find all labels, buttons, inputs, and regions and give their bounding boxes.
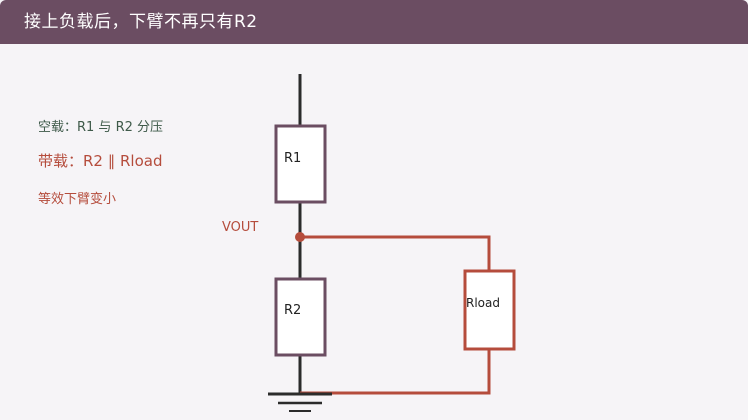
rload-resistor [463, 269, 516, 351]
with-load-note: 带载：R2 ∥ Rload [38, 152, 163, 170]
equivalent-note: 等效下臂变小 [38, 192, 117, 207]
load-top-wire [300, 235, 491, 271]
ground-icon [268, 392, 332, 412]
r1-label: R1 [284, 151, 301, 166]
load-bottom-wire [300, 349, 491, 395]
rload-label: Rload [466, 296, 500, 310]
r1-resistor [274, 124, 327, 204]
vout-label: VOUT [222, 220, 258, 235]
vout-node [295, 232, 305, 242]
slide-title: 接上负载后，下臂不再只有R2 [24, 12, 258, 32]
no-load-note: 空载：R1 与 R2 分压 [38, 120, 164, 135]
title-bar: 接上负载后，下臂不再只有R2 [0, 0, 748, 44]
r2-label: R2 [284, 303, 301, 318]
r2-resistor [274, 277, 327, 357]
